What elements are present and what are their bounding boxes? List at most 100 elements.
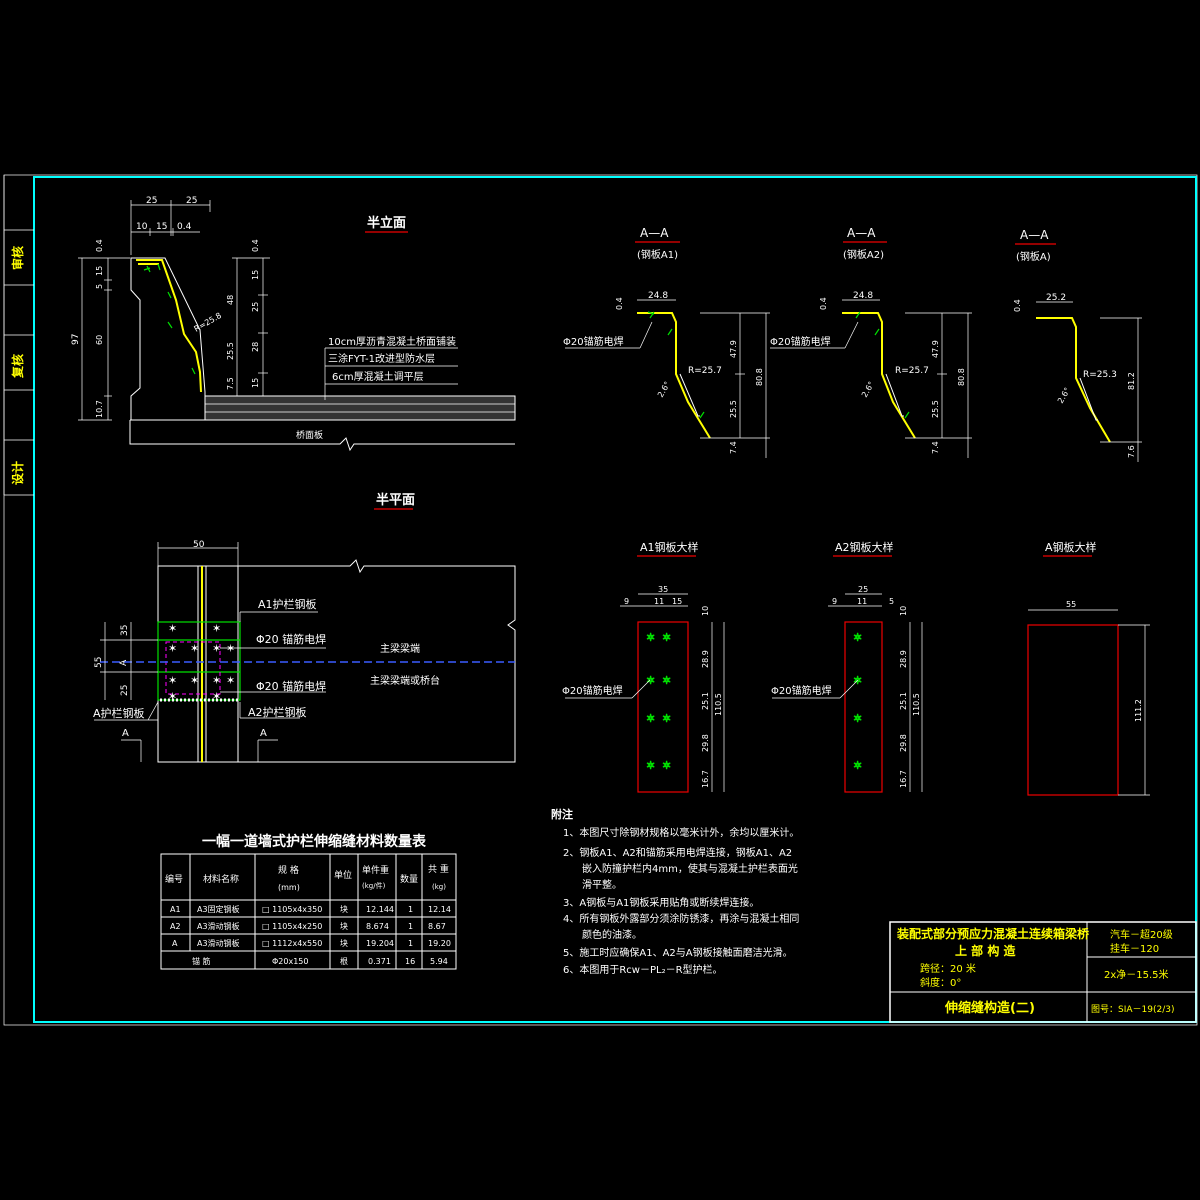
note-line: 4、所有钢板外露部分须涂防锈漆，再涂与混凝土相同 — [563, 912, 799, 925]
svg-text:A2: A2 — [170, 922, 181, 931]
section-mark-left: A — [122, 728, 129, 739]
section-a1-title: A—A — [640, 226, 669, 240]
elev-left-107: 10.7 — [95, 400, 104, 418]
th-spec: 规 格 — [278, 864, 299, 876]
svg-text:A: A — [172, 939, 178, 948]
svg-text:✶: ✶ — [853, 712, 862, 725]
svg-text:5.94: 5.94 — [430, 957, 448, 966]
plate-a2-dim-9: 9 — [832, 597, 837, 606]
tb-drawing-name: 伸缩缝构造(二) — [944, 1000, 1035, 1016]
plan-left-35: 35 — [120, 625, 130, 636]
svg-text:✶: ✶ — [646, 674, 655, 687]
svg-text:✶: ✶ — [646, 631, 655, 644]
plan-plate-a1 — [157, 621, 241, 701]
svg-text:✶: ✶ — [212, 622, 221, 635]
plate-a1-r-167: 16.7 — [701, 770, 710, 788]
svg-text:✶: ✶ — [646, 712, 655, 725]
svg-text:8.674: 8.674 — [366, 922, 389, 931]
elev-dim-25b: 25 — [186, 196, 197, 206]
elev-left-04: 0.4 — [95, 239, 104, 252]
section-a1: A—A (钢板A1) 24.8 0.4 Φ20锚筋电焊 R=25.7 2.6° … — [563, 226, 770, 458]
plate-a2-r-289: 28.9 — [899, 650, 908, 668]
th-spec-unit: (mm) — [278, 883, 300, 892]
svg-text:□ 1105x4x250: □ 1105x4x250 — [262, 922, 322, 931]
svg-text:✶: ✶ — [168, 674, 177, 687]
section-a1-weld: Φ20锚筋电焊 — [563, 335, 624, 348]
section-a1-dim-479: 47.9 — [729, 340, 738, 358]
material-table: 一幅一道墙式护栏伸缩缝材料数量表 编号 材料名称 规 格 (mm) 单位 单件重… — [160, 833, 457, 970]
svg-text:锚 筋: 锚 筋 — [192, 956, 211, 966]
elev-right-255: 25.5 — [226, 342, 235, 360]
notes-heading: 附注 — [551, 807, 573, 821]
plan-label-weld-top: Φ20 锚筋电焊 — [256, 632, 326, 646]
tb-width: 2x净－15.5米 — [1104, 968, 1169, 981]
side-stamp: 审核 复核 设计 — [3, 175, 34, 496]
elev-dim-15: 15 — [156, 222, 167, 232]
note-line: 嵌入防撞护栏内4mm，使其与混凝土护栏表面光 — [582, 862, 798, 875]
th-total: 共 重 — [428, 863, 449, 875]
svg-text:12.14: 12.14 — [428, 905, 451, 914]
note-line: 5、施工时应确保A1、A2与A钢板接触面磨洁光滑。 — [563, 946, 793, 959]
note-line: 颜色的油漆。 — [582, 928, 642, 941]
section-a2-dim-255: 25.5 — [931, 400, 940, 418]
plate-a1-r-1105: 110.5 — [714, 693, 723, 716]
section-a-dim-76: 7.6 — [1127, 445, 1136, 458]
svg-text:A3固定钢板: A3固定钢板 — [197, 904, 240, 914]
stamp-she-ji: 设计 — [10, 461, 25, 485]
elev-left-97: 97 — [71, 334, 81, 345]
svg-text:块: 块 — [340, 921, 348, 931]
barrier-steel-plate — [136, 259, 202, 393]
section-a2-tvert: 0.4 — [819, 297, 828, 310]
svg-text:19.204: 19.204 — [366, 939, 394, 948]
section-a-angle: 2.6° — [1056, 386, 1072, 405]
note-line: 滑平整。 — [582, 878, 622, 891]
svg-text:块: 块 — [340, 938, 348, 948]
section-a-plate — [1036, 317, 1111, 443]
section-a2-radius: R=25.7 — [895, 366, 929, 376]
th-material: 材料名称 — [203, 873, 239, 885]
title-block: 装配式部分预应力混凝土连续箱梁桥 上 部 构 造 跨径：20 米 斜度：0° 汽… — [889, 921, 1197, 1023]
note-line: 2、钢板A1、A2和锚筋采用电焊连接，钢板A1、A2 — [563, 846, 792, 859]
tb-part: 上 部 构 造 — [955, 943, 1017, 958]
section-a-sub: (钢板A) — [1016, 250, 1051, 263]
layer-leveling: 6cm厚混凝土调平层 — [332, 370, 424, 383]
tb-project: 装配式部分预应力混凝土连续箱梁桥 — [896, 926, 1090, 941]
th-total-unit: (kg) — [432, 883, 446, 891]
table-title: 一幅一道墙式护栏伸缩缝材料数量表 — [202, 833, 427, 850]
svg-text:19.20: 19.20 — [428, 939, 451, 948]
table-row: A A3滑动钢板 □ 1112x4x550 块 19.204 1 19.20 — [172, 938, 451, 948]
plate-a2-r-167: 16.7 — [899, 770, 908, 788]
svg-text:✶: ✶ — [212, 674, 221, 687]
svg-text:✶: ✶ — [190, 642, 199, 655]
elev-right-28: 28 — [251, 342, 260, 352]
plate-a2-r-10: 10 — [899, 606, 908, 616]
plan-left-25: 25 — [120, 685, 130, 696]
svg-text:✶: ✶ — [212, 690, 221, 703]
tb-skew: 斜度：0° — [920, 976, 961, 989]
svg-text:✶: ✶ — [226, 642, 235, 655]
th-unit-weight-unit: (kg/件) — [362, 881, 386, 890]
section-a-tvert: 0.4 — [1013, 299, 1022, 312]
svg-text:块: 块 — [340, 904, 348, 914]
svg-text:A3滑动钢板: A3滑动钢板 — [197, 921, 240, 931]
table-row: 锚 筋 Φ20x150 根 0.371 16 5.94 — [192, 956, 448, 966]
svg-text:16: 16 — [405, 957, 415, 966]
elev-dim-04: 0.4 — [177, 222, 192, 232]
plate-a1-r-289: 28.9 — [701, 650, 710, 668]
table-row: A2 A3滑动钢板 □ 1105x4x250 块 8.674 1 8.67 — [170, 921, 446, 931]
tb-span: 跨径：20 米 — [920, 962, 976, 975]
svg-text:1: 1 — [408, 905, 413, 914]
section-a1-plate — [637, 312, 711, 439]
plate-a-dim-55: 55 — [1066, 600, 1076, 609]
tb-load1: 汽车－超20级 — [1110, 928, 1173, 941]
elev-dim-10: 10 — [136, 222, 148, 232]
plate-a2-weld: Φ20锚筋电焊 — [771, 684, 832, 697]
section-a-top: 25.2 — [1046, 293, 1066, 303]
plate-a1-weld: Φ20锚筋电焊 — [562, 684, 623, 697]
svg-text:Φ20x150: Φ20x150 — [272, 957, 308, 966]
svg-text:12.144: 12.144 — [366, 905, 394, 914]
plate-a-outline — [1027, 624, 1119, 796]
svg-text:✶: ✶ — [168, 690, 177, 703]
section-a1-top: 24.8 — [648, 291, 668, 301]
svg-text:✶: ✶ — [662, 759, 671, 772]
